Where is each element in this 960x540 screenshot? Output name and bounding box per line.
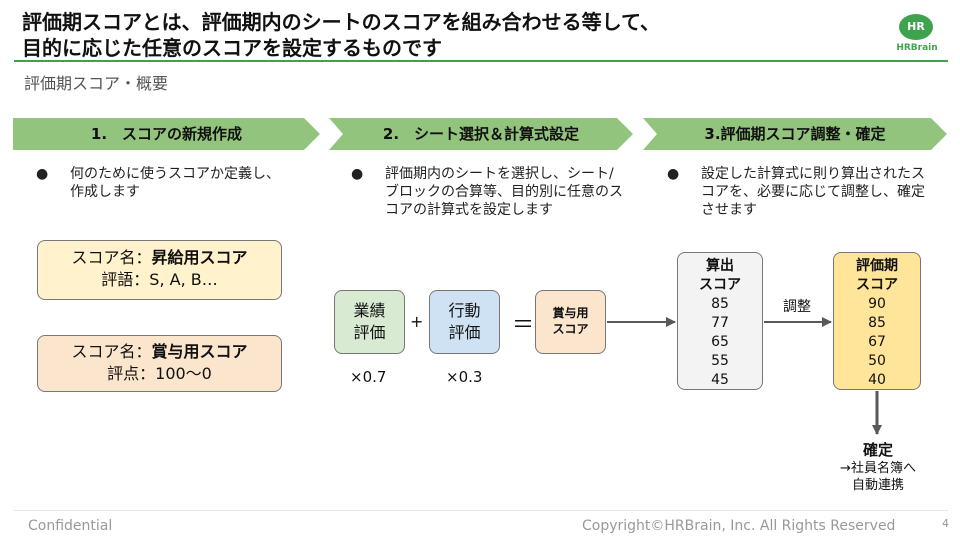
- footer-confidential: Confidential: [28, 518, 113, 534]
- eval1-line1: 業績: [353, 301, 386, 320]
- bullet-text: 設定した計算式に則り算出されたスコアを、必要に応じて調整し、確定させます: [701, 166, 925, 218]
- eval2-line1: 行動: [448, 301, 481, 320]
- calc-value: 85: [711, 296, 729, 312]
- logo-wordmark: HRBrain: [896, 43, 938, 53]
- bullet-text: 評価期内のシートを選択し、シート/ブロックの合算等、目的別に任意のスコアの計算式…: [385, 166, 623, 218]
- score-name-value: 賞与用スコア: [151, 342, 248, 361]
- final-value: 40: [868, 372, 886, 388]
- footer-copyright: Copyright©HRBrain, Inc. All Rights Reser…: [582, 518, 896, 534]
- equals-operator: ＝: [512, 313, 535, 338]
- step-3-banner: 3.評価期スコア調整・確定: [643, 118, 947, 150]
- plus-operator: +: [410, 312, 424, 331]
- title-divider: [14, 60, 948, 62]
- score-card-promotion: スコア名：昇給用スコア 評語：S, A, B…: [37, 240, 282, 300]
- score-name-value: 昇給用スコア: [151, 248, 248, 267]
- hrbrain-logo: HR HRBrain: [893, 10, 941, 58]
- score-name-label: スコア名：: [71, 248, 152, 267]
- page-title: 評価期スコアとは、評価期内のシートのスコアを組み合わせる等して、 目的に応じた任…: [22, 9, 882, 61]
- behavior-eval-box: 行動 評価: [429, 290, 500, 354]
- bullet-marker: ●: [351, 166, 364, 182]
- performance-eval-box: 業績 評価: [334, 290, 405, 354]
- weight-behavior: ×0.3: [446, 368, 483, 386]
- confirm-title: 確定: [862, 441, 893, 459]
- final-value: 67: [868, 334, 886, 350]
- calc-value: 77: [711, 315, 729, 331]
- footer-divider: [14, 510, 948, 511]
- final-value: 90: [868, 296, 886, 312]
- final-score-column: 評価期 スコア 90 85 67 50 40: [833, 252, 921, 390]
- calc-value: 55: [711, 353, 729, 369]
- title-line-2: 目的に応じた任意のスコアを設定するものです: [22, 36, 442, 60]
- calculated-score-column: 算出 スコア 85 77 65 55 45: [677, 252, 763, 390]
- score-grade-value: 100〜0: [155, 364, 212, 383]
- bullet-marker: ●: [667, 166, 680, 182]
- score-grade-label: 評語：: [101, 270, 150, 289]
- score-grade-label: 評点：: [107, 364, 156, 383]
- result-line2: スコア: [552, 322, 589, 336]
- score-name-label: スコア名：: [71, 342, 152, 361]
- bullet-text: 何のために使うスコアか定義し、作成します: [70, 166, 280, 200]
- final-head-1: 評価期: [856, 258, 898, 274]
- step-2-banner: 2. シート選択＆計算式設定: [329, 118, 633, 150]
- result-line1: 賞与用: [552, 306, 589, 320]
- page-subtitle: 評価期スコア・概要: [24, 74, 169, 93]
- weight-performance: ×0.7: [350, 368, 387, 386]
- bonus-score-result-box: 賞与用 スコア: [535, 290, 606, 354]
- final-value: 85: [868, 315, 886, 331]
- page-number: 4: [942, 517, 949, 530]
- eval1-line2: 評価: [353, 323, 386, 342]
- bullet-marker: ●: [36, 166, 49, 182]
- calc-head-1: 算出: [706, 258, 734, 274]
- confirm-sub-2: 自動連携: [851, 478, 904, 493]
- score-grade-value: S, A, B…: [149, 270, 218, 289]
- eval2-line2: 評価: [448, 323, 481, 342]
- confirm-note: 確定 →社員名簿へ 自動連携: [820, 440, 936, 494]
- calc-head-2: スコア: [699, 277, 741, 293]
- score-card-bonus: スコア名：賞与用スコア 評点：100〜0: [37, 335, 282, 392]
- confirm-sub-1: →社員名簿へ: [840, 461, 916, 476]
- step-1-banner: 1. スコアの新規作成: [13, 118, 320, 150]
- final-head-2: スコア: [856, 277, 898, 293]
- calc-value: 65: [711, 334, 729, 350]
- logo-mark: HR: [899, 14, 933, 40]
- final-value: 50: [868, 353, 886, 369]
- calc-value: 45: [711, 372, 729, 388]
- title-line-1: 評価期スコアとは、評価期内のシートのスコアを組み合わせる等して、: [22, 10, 660, 34]
- adjust-label: 調整: [783, 299, 811, 315]
